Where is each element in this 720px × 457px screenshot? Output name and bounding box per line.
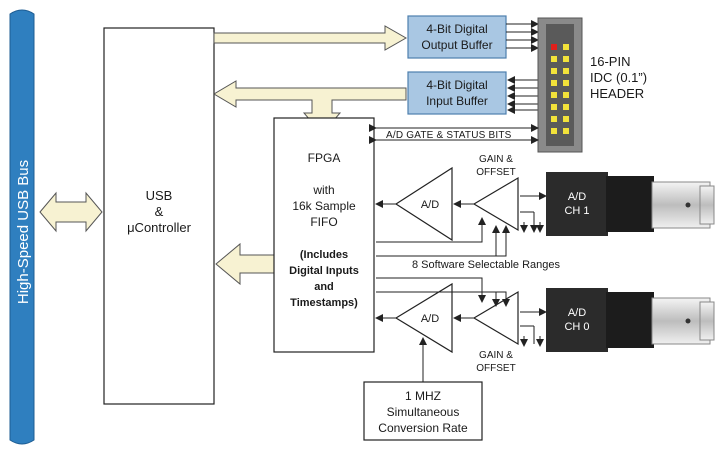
bnc-connector-ch1: A/D CH 1 <box>546 172 715 236</box>
header-pin <box>551 80 557 86</box>
conversion-line2: Simultaneous <box>387 405 460 419</box>
usb-controller-line3: μController <box>127 220 192 235</box>
usb-controller-line2: & <box>155 204 164 219</box>
amp-top <box>472 176 519 232</box>
usb-bus-label: High-Speed USB Bus <box>15 160 32 304</box>
output-buffer-line2: Output Buffer <box>421 38 492 52</box>
channel-top-line1: A/D <box>568 191 586 203</box>
gain-bottom-line2: OFFSET <box>476 363 515 374</box>
gain-bottom-label: GAIN & OFFSET <box>476 350 515 374</box>
header-pin <box>551 68 557 74</box>
output-buffer-block: 4-Bit Digital Output Buffer <box>407 15 507 59</box>
output-buffer-line1: 4-Bit Digital <box>426 22 487 36</box>
header-pin <box>563 68 569 74</box>
channel-bottom-line1: A/D <box>568 307 586 319</box>
header-pin <box>551 92 557 98</box>
usb-controller-block: USB & μController <box>103 27 215 405</box>
header-pin <box>551 116 557 122</box>
header-pin <box>551 104 557 110</box>
adc-bottom-label: A/D <box>421 313 439 325</box>
fpga-fifo: FIFO <box>310 215 337 229</box>
header-pin <box>551 128 557 134</box>
conversion-line1: 1 MHZ <box>405 389 441 403</box>
channel-top-line2: CH 1 <box>564 205 589 217</box>
header-pin <box>563 80 569 86</box>
idc-header-connector <box>537 17 583 153</box>
header-pin <box>563 116 569 122</box>
usb-controller-line1: USB <box>146 188 173 203</box>
input-buffer-block: 4-Bit Digital Input Buffer <box>407 71 507 115</box>
header-pin <box>551 44 557 50</box>
header-label-line1: 16-PIN <box>590 54 630 69</box>
gate-status-label: A/D GATE & STATUS BITS <box>386 130 512 141</box>
output-signal-lines <box>506 20 539 52</box>
amp-top-legs <box>520 192 547 233</box>
conversion-rate-block: 1 MHZ Simultaneous Conversion Rate <box>363 381 483 441</box>
input-buffer-line1: 4-Bit Digital <box>426 78 487 92</box>
header-pin <box>563 128 569 134</box>
adc-bottom-converter: A/D <box>394 282 453 354</box>
gain-top-line2: OFFSET <box>476 167 515 178</box>
fpga-note3: and <box>314 281 334 293</box>
ranges-label: 8 Software Selectable Ranges <box>412 259 560 271</box>
range-select-lines <box>376 217 510 307</box>
header-label-line2: IDC (0.1”) <box>590 70 647 85</box>
bnc-connector-ch0: A/D CH 0 <box>546 288 715 352</box>
header-pin <box>563 104 569 110</box>
adc-top-label: A/D <box>421 199 439 211</box>
usb-bus: High-Speed USB Bus <box>9 9 35 445</box>
usb-bidirectional-arrow <box>39 191 103 233</box>
fpga-block: FPGA with 16k Sample FIFO (Includes Digi… <box>273 117 375 353</box>
header-pin <box>551 56 557 62</box>
fpga-note2: Digital Inputs <box>289 265 359 277</box>
conversion-line3: Conversion Rate <box>378 421 468 435</box>
header-pin <box>563 92 569 98</box>
fpga-with: with <box>312 183 334 197</box>
fpga-note4: Timestamps) <box>290 297 358 309</box>
gate-status-bus <box>369 124 539 144</box>
header-label: 16-PIN IDC (0.1”) HEADER <box>590 54 647 101</box>
ranges-label-bg <box>408 257 574 271</box>
input-buffer-line2: Input Buffer <box>426 94 488 108</box>
gain-top-line1: GAIN & <box>479 154 513 165</box>
header-pin <box>563 56 569 62</box>
fpga-16k: 16k Sample <box>292 199 356 213</box>
adc-top-converter: A/D <box>394 166 453 242</box>
gain-top-label: GAIN & OFFSET <box>476 154 515 178</box>
output-buffer-wide-arrow <box>213 25 408 51</box>
fpga-wide-arrow <box>215 242 275 286</box>
header-label-line3: HEADER <box>590 86 644 101</box>
fpga-note1: (Includes <box>300 249 348 261</box>
input-buffer-wide-arrow <box>213 80 407 135</box>
header-pin <box>563 44 569 50</box>
channel-bottom-line2: CH 0 <box>564 321 589 333</box>
fpga-title: FPGA <box>308 151 341 165</box>
gain-bottom-line1: GAIN & <box>479 350 513 361</box>
amp-bottom-legs <box>520 308 547 347</box>
